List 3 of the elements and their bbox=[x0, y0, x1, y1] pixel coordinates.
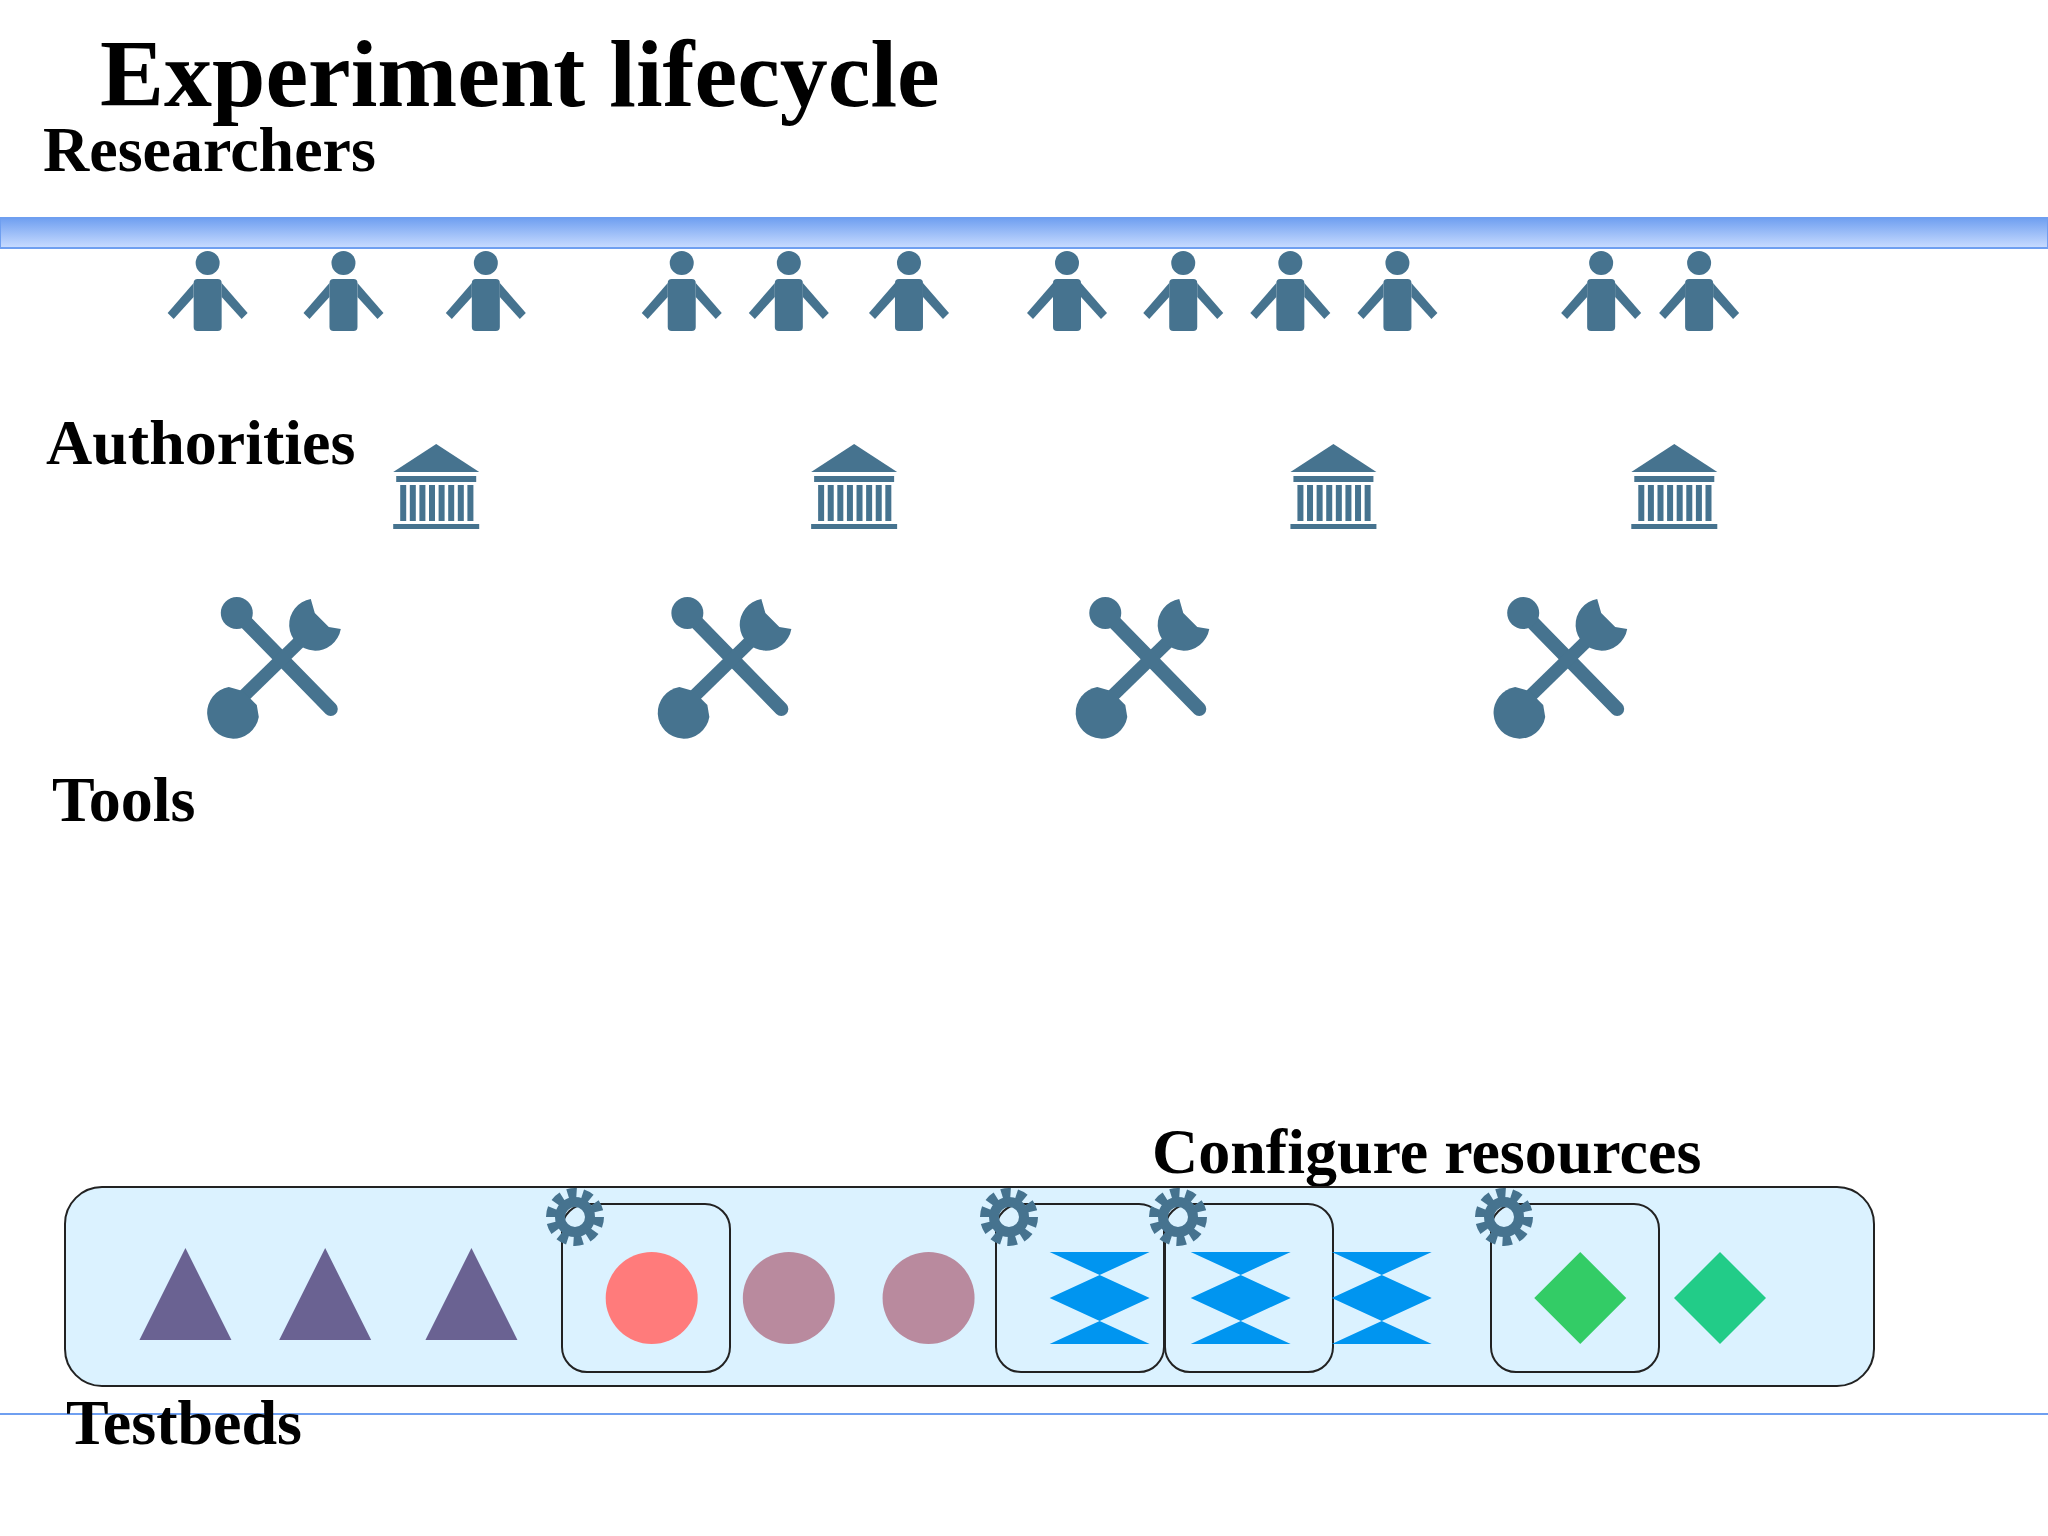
section-label: Authorities bbox=[46, 411, 356, 475]
section-label: Tools bbox=[52, 768, 196, 832]
annotation-text: Configure resources bbox=[1152, 1120, 1702, 1184]
